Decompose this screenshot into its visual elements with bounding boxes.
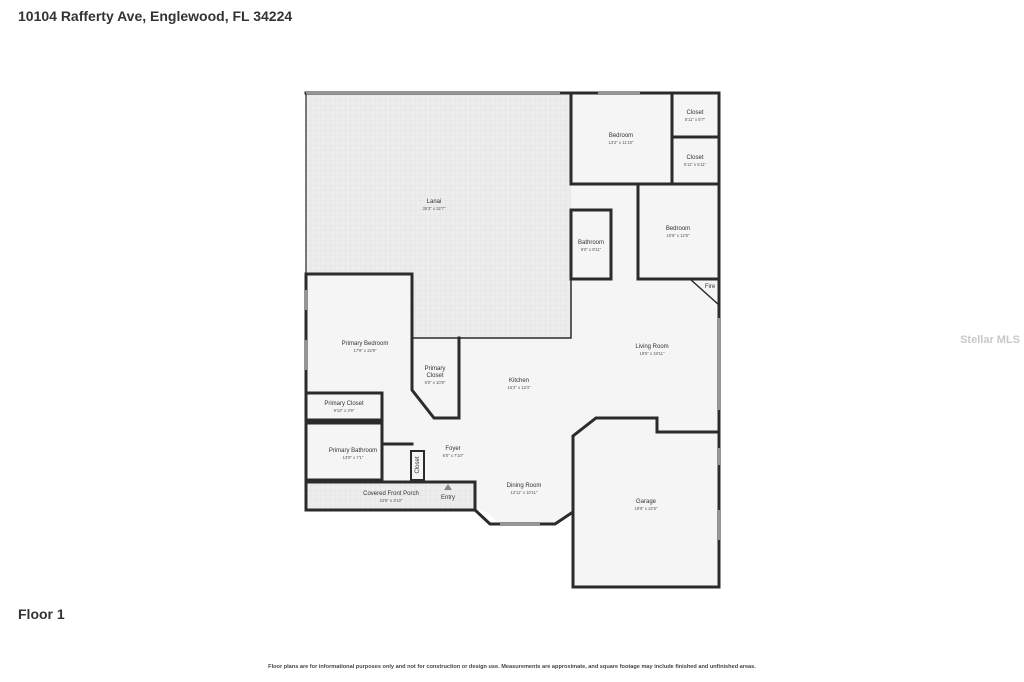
room-dims-dining-room: 12'11" x 10'11" (510, 490, 538, 495)
room-dims-kitchen: 15'2" x 13'4" (508, 385, 531, 390)
room-name-bedroom-1: Bedroom (609, 133, 633, 139)
room-name-closet-1: Closet (686, 110, 703, 116)
windows (305, 92, 720, 540)
walls (304, 91, 721, 589)
room-dims-bathroom: 5'0" x 8'11" (581, 247, 602, 252)
room-dims-closet-2: 5'11" x 5'11" (684, 162, 707, 167)
room-name-lanai: Lanai (427, 199, 442, 205)
room-dims-primary-bedroom: 17'9" x 22'9" (354, 348, 377, 353)
room-dims-foyer: 6'0" x 7'10" (443, 453, 464, 458)
disclaimer-text: Floor plans are for informational purpos… (268, 664, 756, 670)
room-name-primary-bedroom: Primary Bedroom (342, 341, 389, 347)
room-dims-primary-bathroom: 13'9" x 7'1" (343, 455, 364, 460)
room-name-entry: Entry (441, 495, 455, 501)
room-dims-garage: 19'9" x 22'5" (635, 506, 658, 511)
page-title: 10104 Rafferty Ave, Englewood, FL 34224 (18, 8, 293, 24)
room-name-closet-2: Closet (686, 155, 703, 161)
porch-floor (306, 482, 475, 510)
room-name-primary-closet-small: Primary Closet (324, 401, 364, 407)
room-labels: Lanai 35'3" x 32'7" Bedroom 13'2" x 11'1… (324, 110, 715, 511)
room-dims-bedroom-2: 10'6" x 12'6" (667, 233, 690, 238)
room-dims-covered-front-porch: 22'5" x 3'10" (380, 498, 403, 503)
room-name-foyer: Foyer (445, 446, 460, 452)
room-dims-primary-closet: 6'0" x 10'8" (425, 380, 446, 385)
room-dims-bedroom-1: 13'2" x 11'10" (609, 140, 634, 145)
room-dims-lanai: 35'3" x 32'7" (423, 206, 446, 211)
room-name-garage: Garage (636, 499, 657, 505)
room-name-bathroom: Bathroom (578, 240, 604, 246)
lanai-floor (306, 93, 571, 338)
room-name-bedroom-2: Bedroom (666, 226, 690, 232)
room-name-living-room: Living Room (635, 344, 668, 350)
floor-fills (306, 93, 719, 587)
entry-arrow-icon (444, 484, 452, 490)
interior-floor (306, 93, 719, 587)
room-dims-living-room: 19'5" x 19'11" (640, 351, 665, 356)
room-name-closet-3: Closet (415, 456, 421, 473)
watermark-logo: Stellar MLS (960, 334, 1020, 346)
room-dims-primary-closet-small: 9'10" x 3'9" (334, 408, 355, 413)
room-dims-closet-1: 5'11" x 5'7" (685, 117, 706, 122)
room-name-covered-front-porch: Covered Front Porch (363, 491, 419, 497)
floor-label: Floor 1 (18, 606, 65, 622)
room-name-primary-bathroom: Primary Bathroom (329, 448, 377, 454)
room-name-kitchen: Kitchen (509, 378, 529, 384)
room-name-dining-room: Dining Room (507, 483, 542, 489)
room-name-fire: Fire (705, 284, 716, 290)
